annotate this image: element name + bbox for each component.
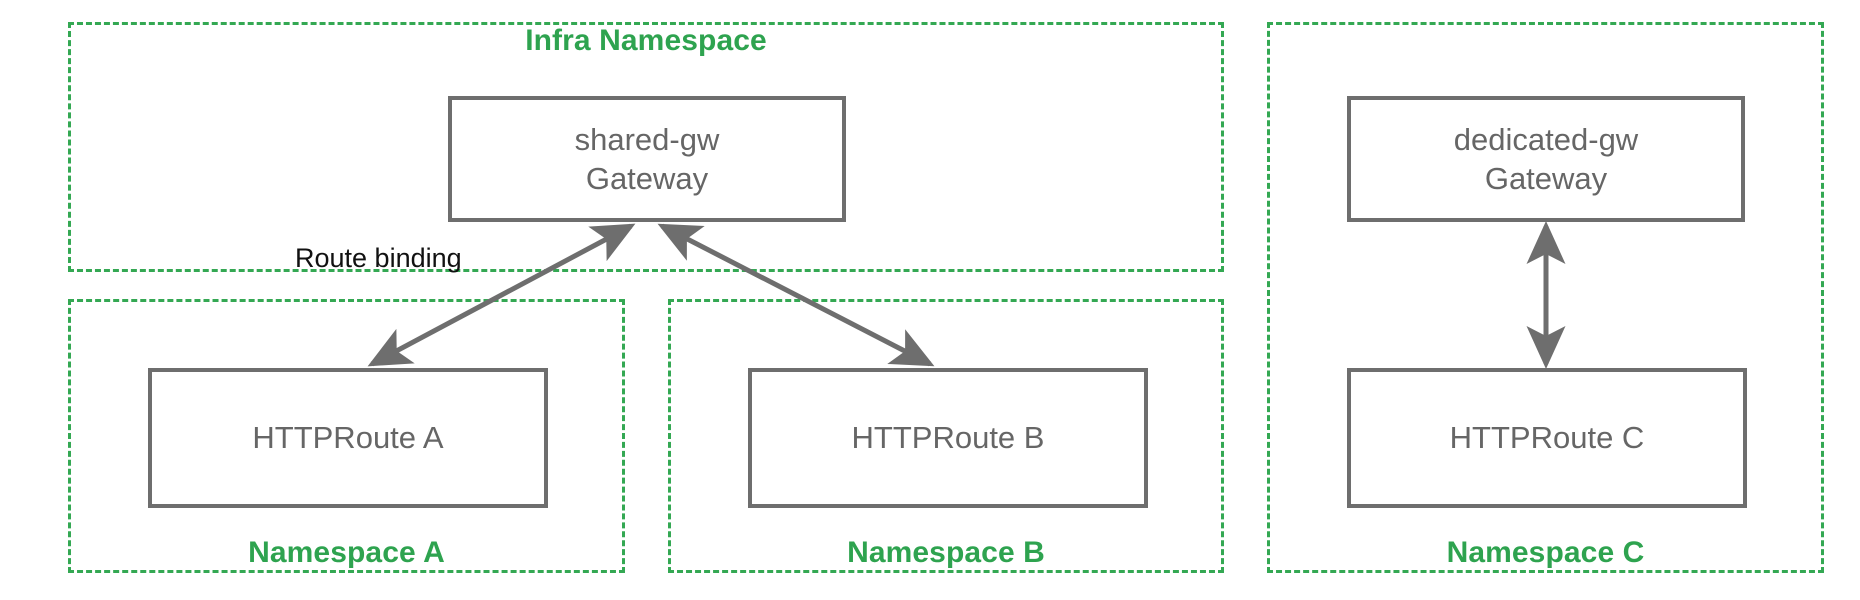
node-httproute-b[interactable]: HTTPRoute B — [748, 368, 1148, 508]
namespace-label-c: Namespace C — [1446, 536, 1645, 569]
edge-label-route-binding: Route binding — [295, 243, 462, 273]
node-httproute-a-label: HTTPRoute A — [252, 420, 444, 456]
namespace-label-a: Namespace A — [248, 536, 445, 569]
node-httproute-c[interactable]: HTTPRoute C — [1347, 368, 1747, 508]
namespace-label-b: Namespace B — [847, 536, 1045, 569]
node-httproute-b-label: HTTPRoute B — [851, 420, 1045, 456]
namespace-label-infra: Infra Namespace — [525, 24, 767, 57]
node-httproute-a[interactable]: HTTPRoute A — [148, 368, 548, 508]
node-httproute-c-label: HTTPRoute C — [1449, 420, 1645, 456]
namespace-box-a — [68, 299, 625, 573]
namespace-box-c — [1267, 22, 1824, 573]
namespace-box-b — [668, 299, 1224, 573]
namespace-box-infra — [68, 22, 1224, 272]
